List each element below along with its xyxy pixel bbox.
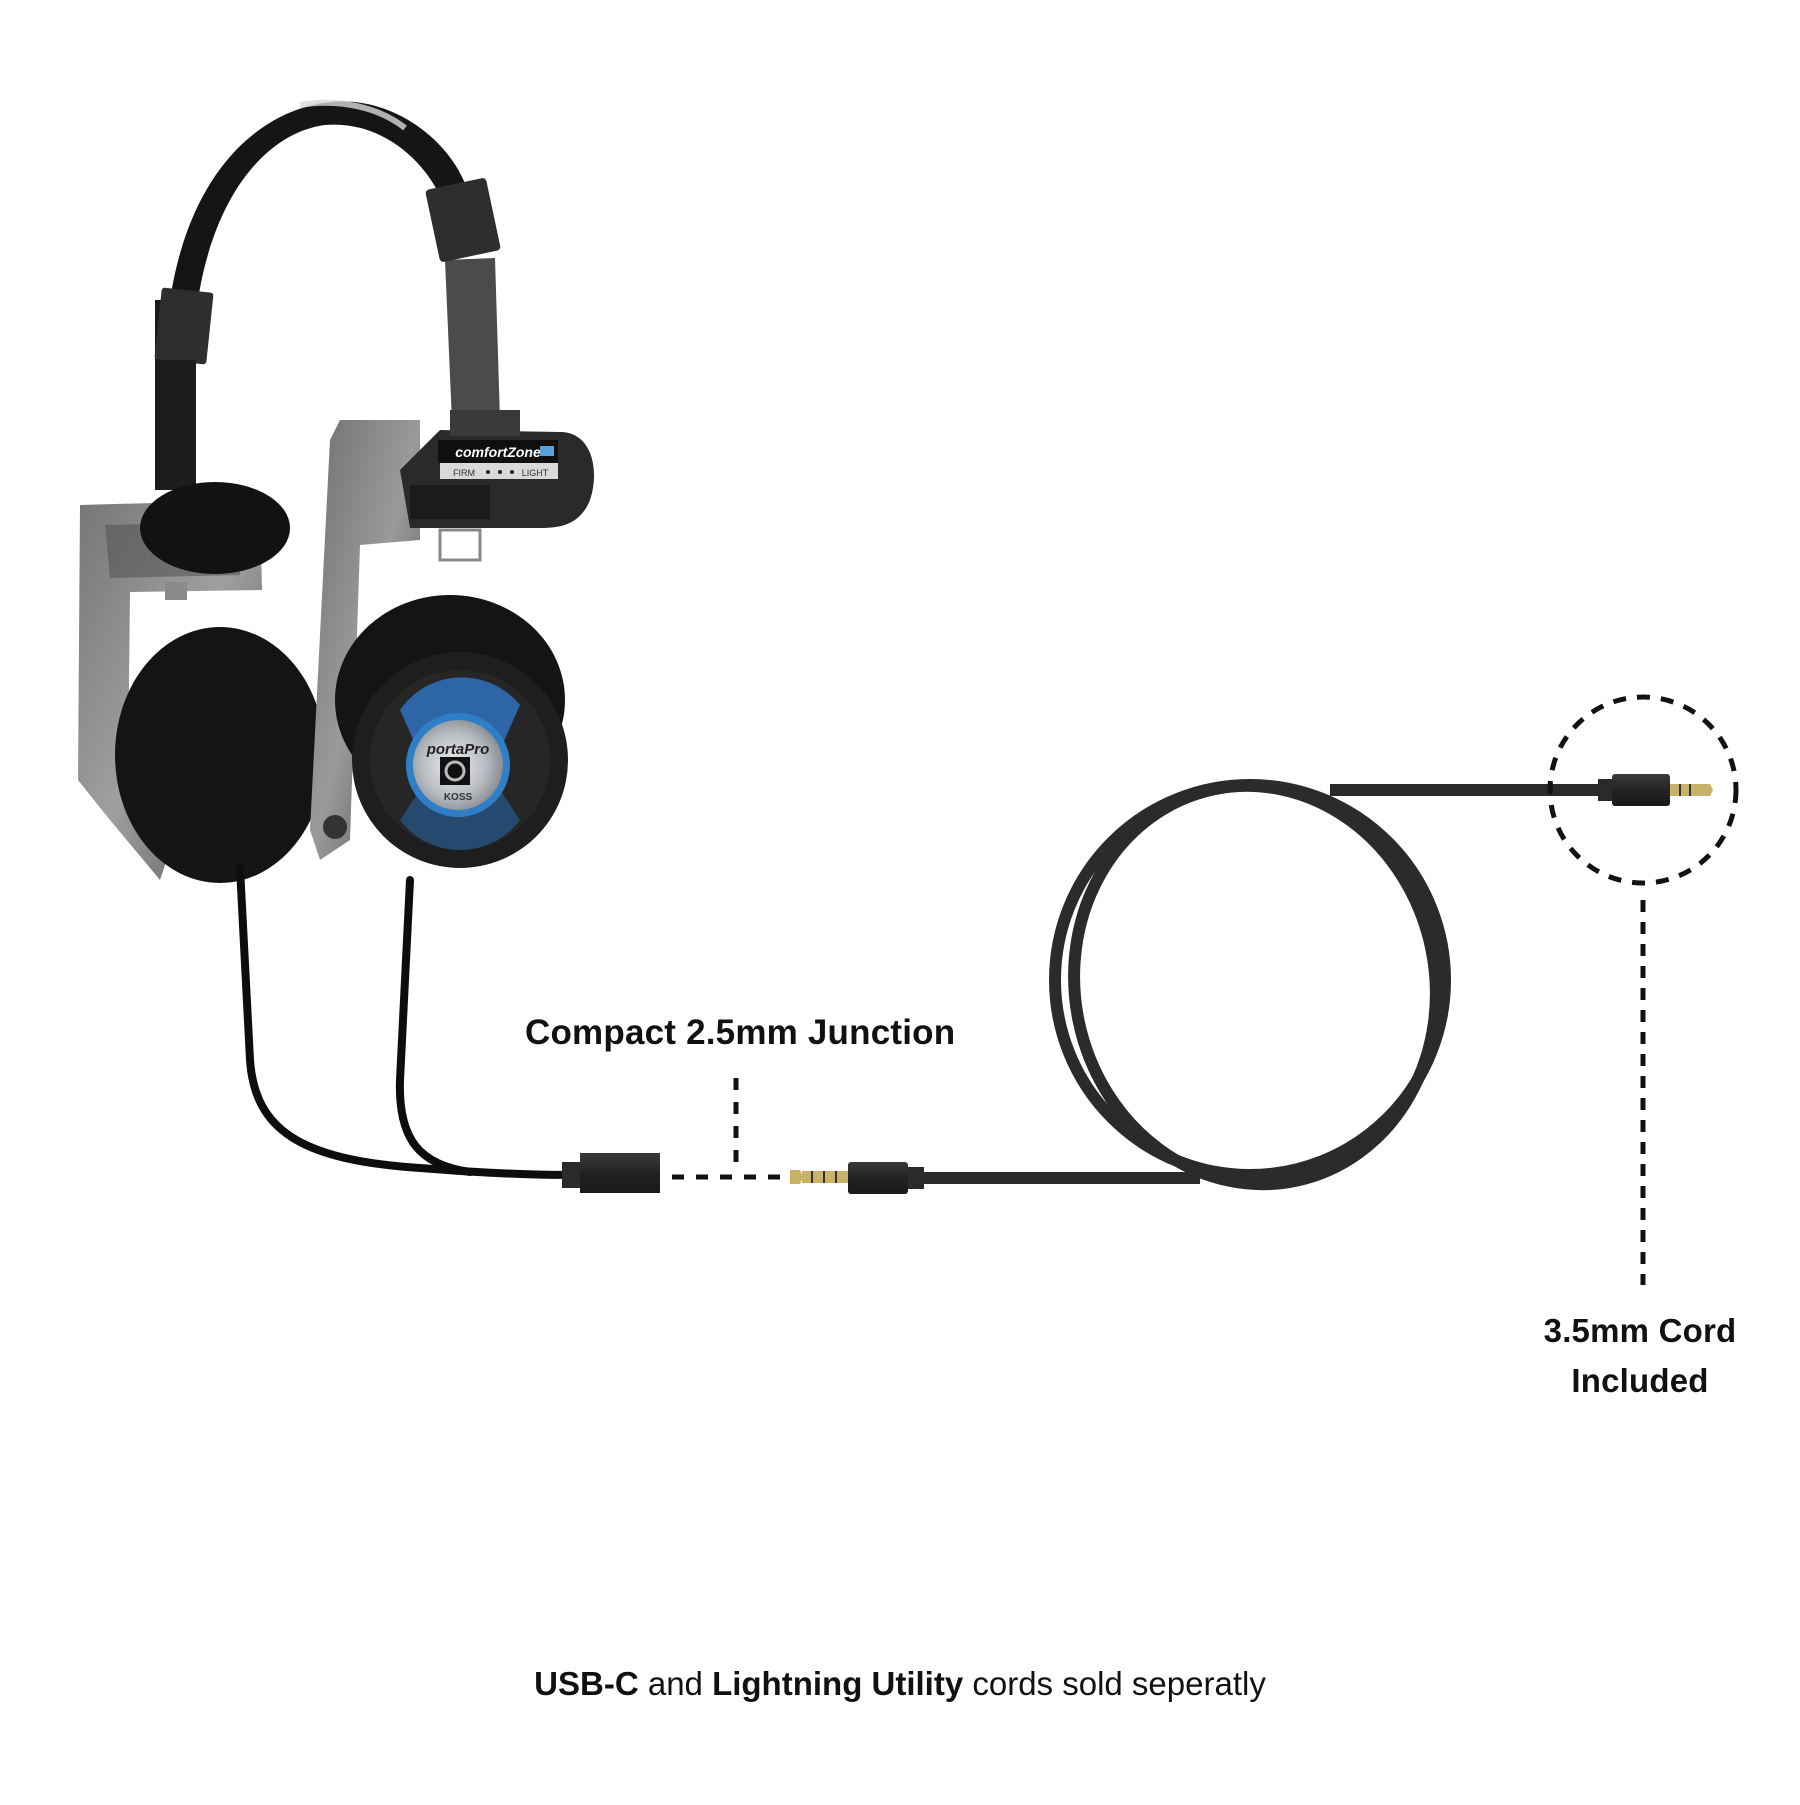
footer-and: and (638, 1665, 713, 1702)
right-ear-cup (323, 652, 568, 868)
left-ear-pad (115, 627, 325, 883)
cord-label: 3.5mm Cord Included (1520, 1306, 1760, 1406)
footer-lightning: Lightning Utility (712, 1665, 964, 1702)
cord-label-line1: 3.5mm Cord (1543, 1312, 1737, 1349)
koss-logo: KOSS (444, 792, 473, 803)
coiled-cord (920, 779, 1605, 1191)
junction-label: Compact 2.5mm Junction (525, 1013, 956, 1052)
cord-label-line2: Included (1571, 1362, 1709, 1399)
footer-note: USB-C and Lightning Utility cords sold s… (0, 1665, 1800, 1703)
headphone-cable (236, 864, 574, 1179)
junction-connector (562, 1153, 660, 1193)
cord-plug-right (1598, 774, 1713, 806)
comfort-zone-slider (410, 485, 490, 519)
left-temple-pad (140, 482, 290, 574)
comfort-zone-firm: FIRM (453, 468, 475, 478)
comfort-zone-light: LIGHT (522, 468, 549, 478)
footer-usbc: USB-C (534, 1665, 639, 1702)
cord-plug-left (790, 1162, 924, 1194)
junction-callout-lines (672, 1078, 780, 1180)
footer-sold-separately: cords sold seperatly (963, 1665, 1266, 1702)
portapro-logo: portaPro (426, 741, 490, 758)
headband (154, 99, 501, 490)
comfort-zone-logo: comfortZone (455, 444, 541, 460)
jack-highlight-circle (1547, 694, 1739, 886)
